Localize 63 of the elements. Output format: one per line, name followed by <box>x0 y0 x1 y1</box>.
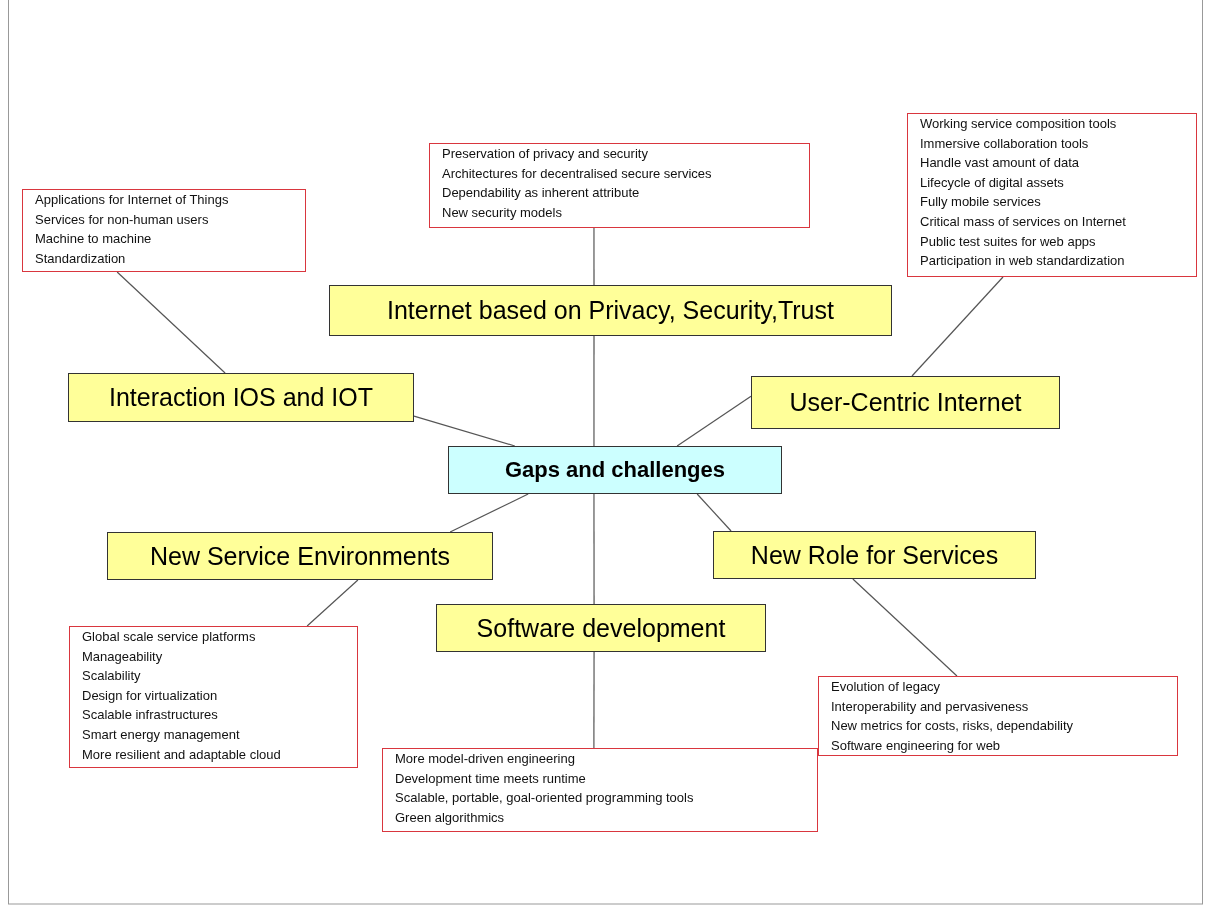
list-item: Global scale service platforms <box>82 628 256 646</box>
list-item: Critical mass of services on Internet <box>920 212 1126 231</box>
list-item: Scalable infrastructures <box>82 706 218 725</box>
list-item: Immersive collaboration tools <box>920 134 1089 153</box>
topic-label: User-Centric Internet <box>789 388 1022 417</box>
topic-box <box>436 604 766 652</box>
list-item: Scalability <box>82 667 141 686</box>
list-item: Machine to machine <box>35 230 152 249</box>
item-list-box <box>22 189 306 272</box>
list-item: New metrics for costs, risks, dependability <box>831 717 1074 736</box>
topic-box <box>751 376 1060 429</box>
list-item: Applications for Internet of Things <box>35 191 229 209</box>
connector-line <box>116 271 226 374</box>
list-item: Evolution of legacy <box>831 678 941 696</box>
list-item: Smart energy management <box>82 725 240 744</box>
topic-label: Internet based on Privacy, Security,Trust <box>387 296 834 325</box>
topic-label: Interaction IOS and IOT <box>109 383 373 412</box>
topic-label: Software development <box>476 613 726 643</box>
list-item: Development time meets runtime <box>395 769 586 788</box>
topic-box <box>68 373 414 422</box>
list-item: Handle vast amount of data <box>920 154 1079 173</box>
list-item: Green algorithmics <box>395 808 505 827</box>
central-topic-box <box>448 446 782 494</box>
topic-label: Gaps and challenges <box>504 457 726 483</box>
list-item: Standardization <box>35 249 126 268</box>
connector-line <box>449 493 529 533</box>
connector-line <box>593 227 595 286</box>
list-item: Preservation of privacy and security <box>442 145 648 163</box>
list-item: Working service composition tools <box>920 115 1117 133</box>
list-item: More resilient and adaptable cloud <box>82 745 281 764</box>
connector-line <box>593 651 595 749</box>
list-item: Dependability as inherent attribute <box>442 184 640 203</box>
list-item: Fully mobile services <box>920 193 1041 212</box>
topic-label: New Service Environments <box>149 541 451 571</box>
list-item: Software engineering for web <box>831 736 1001 755</box>
list-item: Architectures for decentralised secure services <box>442 164 712 183</box>
item-list-box <box>818 676 1178 756</box>
connector-line <box>306 579 359 627</box>
connector-line <box>593 493 595 605</box>
list-item: Manageability <box>82 647 163 666</box>
list-item: Design for virtualization <box>82 686 218 705</box>
list-item: Lifecycle of digital assets <box>920 173 1064 192</box>
item-list-box <box>382 748 818 832</box>
topic-box <box>329 285 892 336</box>
topic-label: New Role for Services <box>750 540 999 570</box>
list-item: Participation in web standardization <box>920 252 1125 271</box>
list-item: New security models <box>442 203 562 222</box>
list-item: Scalable, portable, goal-oriented programming tools <box>395 789 694 808</box>
item-list-box <box>69 626 358 768</box>
topic-box <box>713 531 1036 579</box>
list-item: More model-driven engineering <box>395 750 575 768</box>
connector-line <box>696 493 732 532</box>
connector-line <box>676 395 752 447</box>
connector-line <box>852 578 958 677</box>
connector-line <box>911 276 1004 377</box>
connector-line <box>413 415 516 447</box>
connector-line <box>593 335 595 447</box>
list-item: Public test suites for web apps <box>920 232 1096 251</box>
list-item: Services for non-human users <box>35 210 209 229</box>
item-list-box <box>907 113 1197 277</box>
topic-box <box>107 532 493 580</box>
item-list-box <box>429 143 810 228</box>
list-item: Interoperability and pervasiveness <box>831 697 1029 716</box>
